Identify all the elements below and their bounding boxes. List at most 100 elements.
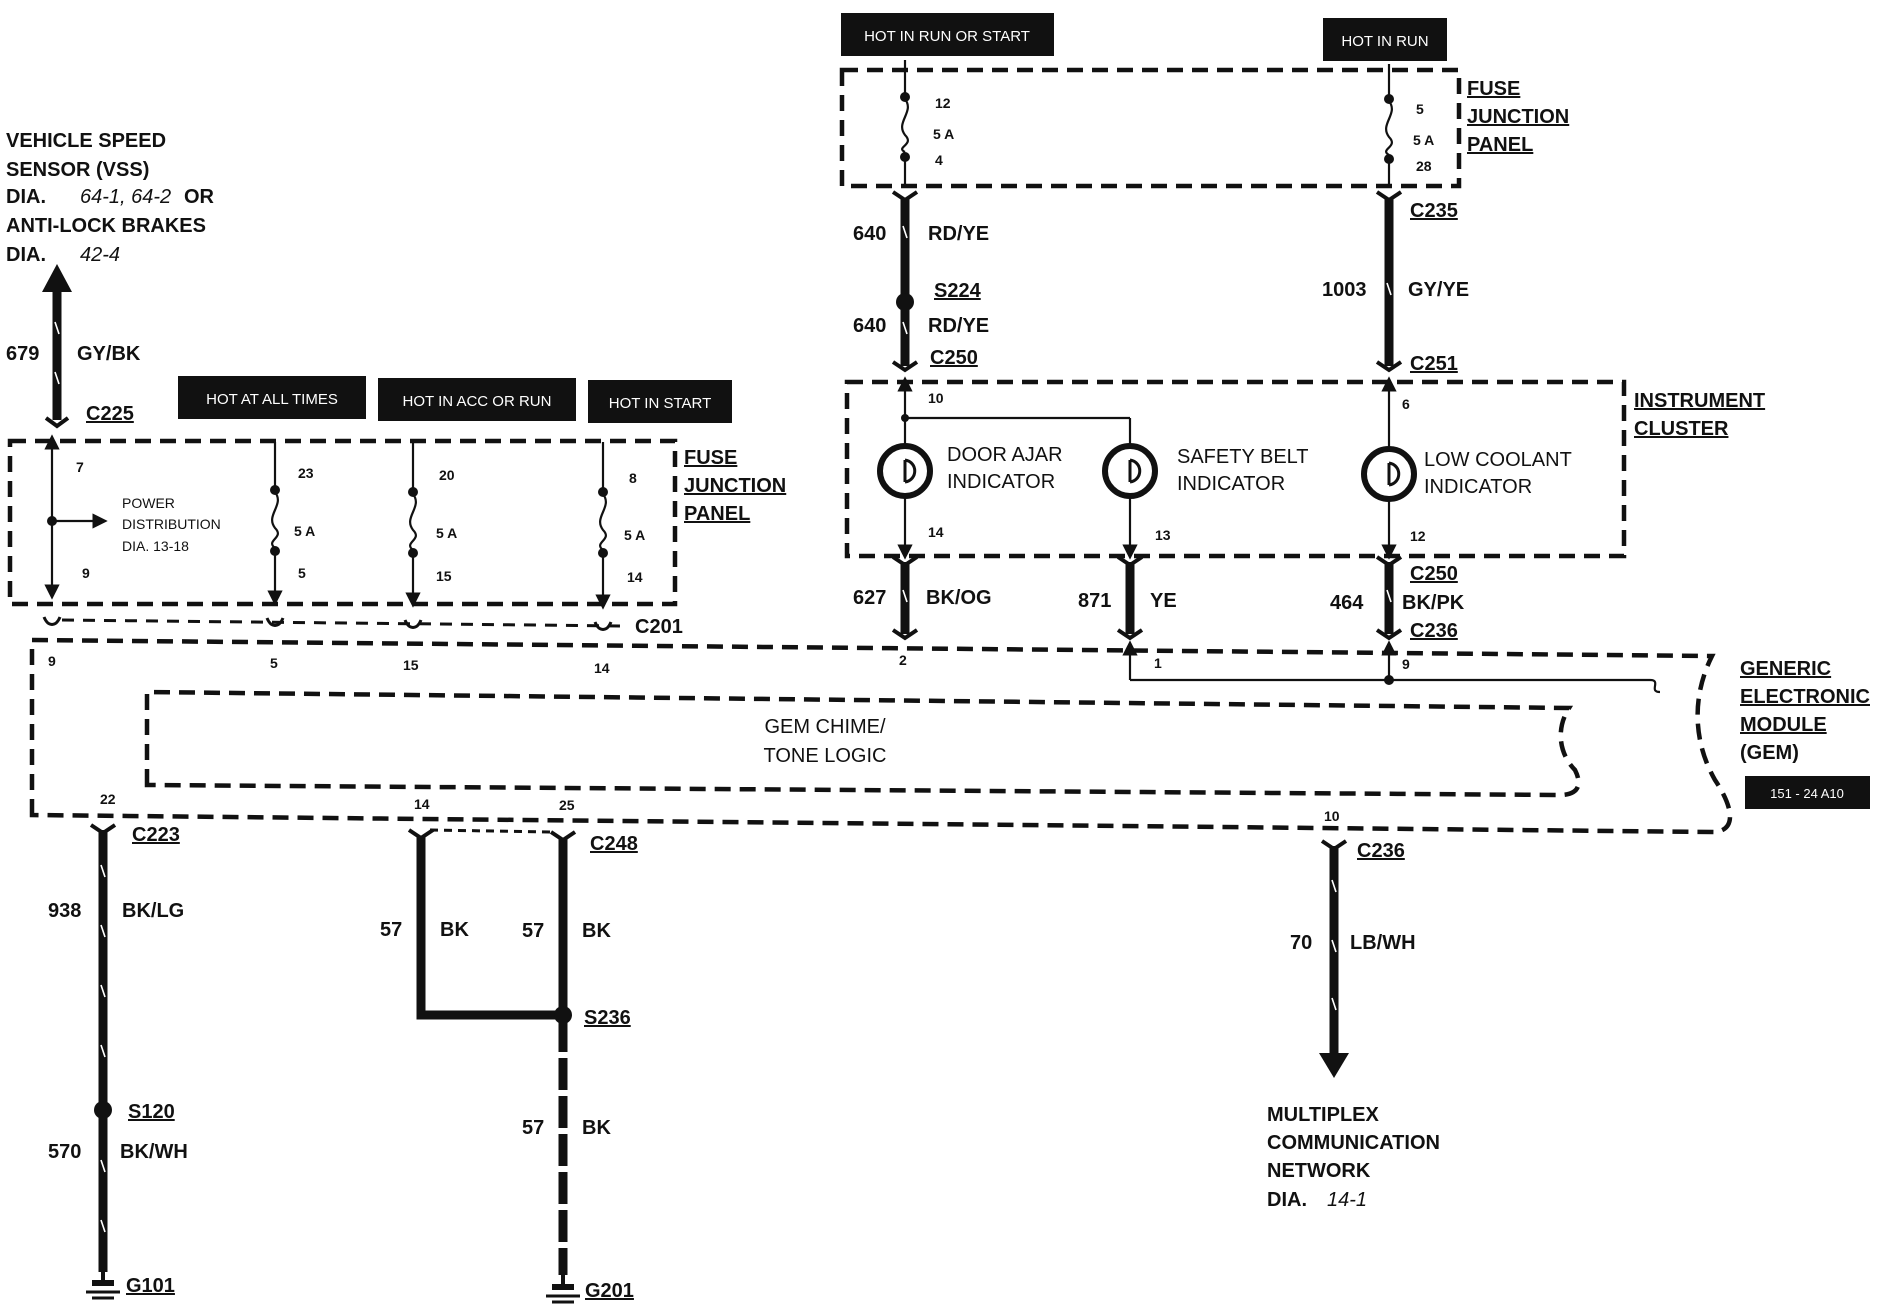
- hot-in-run-box: HOT IN RUN: [1323, 18, 1447, 61]
- pin-2-gem: 2: [899, 652, 907, 668]
- pin-25-gem: 25: [559, 797, 575, 813]
- fuse-20-amp: 5 A: [436, 525, 457, 541]
- wire-938-570: [89, 823, 117, 1272]
- fuse-12-top: 12: [935, 95, 951, 111]
- svg-text:FUSE: FUSE: [1467, 78, 1520, 100]
- low-coolant-lamp-icon: [1361, 446, 1417, 502]
- fuse-8-bot: 14: [627, 569, 643, 585]
- c201-harness: [42, 616, 626, 631]
- svg-text:PANEL: PANEL: [1467, 134, 1533, 156]
- pin-9-panel: 9: [82, 565, 90, 581]
- wire-627-color: BK/OG: [926, 587, 992, 609]
- fuse-23-bot: 5: [298, 565, 306, 581]
- svg-text:DIA.: DIA.: [6, 244, 46, 266]
- fuse-8-amp: 5 A: [624, 527, 645, 543]
- svg-text:DOOR AJAR: DOOR AJAR: [947, 444, 1063, 466]
- svg-text:TONE LOGIC: TONE LOGIC: [764, 745, 887, 767]
- wire-640b-number: 640: [853, 315, 886, 337]
- safety-belt-indicator-label: SAFETY BELT INDICATOR: [1177, 446, 1309, 495]
- pin-14-gem-bottom: 14: [414, 796, 430, 812]
- fuse-8-top: 8: [629, 470, 637, 486]
- wire-640a-color: RD/YE: [928, 223, 989, 245]
- wire-57a-color: BK: [440, 919, 469, 941]
- pin-6-cluster: 6: [1402, 396, 1410, 412]
- ground-g101-icon: [86, 1272, 120, 1300]
- svg-text:42-4: 42-4: [80, 244, 120, 266]
- wire-57-loop: [407, 828, 577, 1275]
- wire-640b-color: RD/YE: [928, 315, 989, 337]
- hot-in-acc-or-run-box: HOT IN ACC OR RUN: [378, 378, 576, 421]
- connector-c225: C225: [86, 403, 134, 425]
- svg-text:64-1, 64-2: 64-1, 64-2: [80, 186, 171, 208]
- svg-text:(GEM): (GEM): [1740, 742, 1799, 764]
- fuse-23-top: 23: [298, 465, 314, 481]
- connector-c235: C235: [1410, 200, 1458, 222]
- connector-c201: C201: [635, 616, 683, 638]
- pin-13-cluster: 13: [1155, 527, 1171, 543]
- fuse-12-bot: 4: [935, 152, 943, 168]
- wire-871-color: YE: [1150, 590, 1177, 612]
- svg-text:HOT IN ACC OR RUN: HOT IN ACC OR RUN: [403, 393, 552, 410]
- wire-1003-color: GY/YE: [1408, 279, 1469, 301]
- svg-text:INDICATOR: INDICATOR: [947, 471, 1055, 493]
- pin-1-gem: 1: [1154, 655, 1162, 671]
- hot-in-start-box: HOT IN START: [588, 380, 732, 423]
- pin-10-gem: 10: [1324, 808, 1340, 824]
- reference-code-box: 151 - 24 A10: [1745, 776, 1870, 809]
- door-ajar-lamp-icon: [877, 443, 933, 499]
- svg-text:NETWORK: NETWORK: [1267, 1160, 1371, 1182]
- low-coolant-indicator-label: LOW COOLANT INDICATOR: [1424, 449, 1572, 498]
- svg-text:HOT IN RUN OR START: HOT IN RUN OR START: [864, 28, 1030, 45]
- splice-s236: S236: [584, 1007, 631, 1029]
- wire-627: [891, 555, 919, 641]
- door-ajar-indicator-label: DOOR AJAR INDICATOR: [947, 444, 1063, 493]
- svg-text:CLUSTER: CLUSTER: [1634, 418, 1729, 440]
- svg-text:151 - 24 A10: 151 - 24 A10: [1770, 786, 1844, 801]
- wire-640: [891, 190, 919, 373]
- power-distribution-text: POWER DISTRIBUTION DIA. 13-18: [122, 495, 221, 554]
- wire-938-number: 938: [48, 900, 81, 922]
- svg-text:INDICATOR: INDICATOR: [1177, 473, 1285, 495]
- fuse-junction-panel-top-label: FUSE JUNCTION PANEL: [1467, 78, 1569, 156]
- wire-570-number: 570: [48, 1141, 81, 1163]
- svg-text:MULTIPLEX: MULTIPLEX: [1267, 1104, 1380, 1126]
- gem-chime-logic-outline: [144, 689, 1581, 798]
- wire-570-color: BK/WH: [120, 1141, 188, 1163]
- pin-12-cluster: 12: [1410, 528, 1426, 544]
- wire-70: [1319, 839, 1349, 1078]
- svg-text:COMMUNICATION: COMMUNICATION: [1267, 1132, 1440, 1154]
- wire-57c-number: 57: [522, 1117, 544, 1139]
- wire-1003: [1375, 190, 1403, 373]
- hot-at-all-times-box: HOT AT ALL TIMES: [178, 376, 366, 419]
- svg-text:DIA.: DIA.: [1267, 1189, 1307, 1211]
- svg-text:HOT IN RUN: HOT IN RUN: [1341, 33, 1428, 50]
- fuse-8-14: [595, 442, 611, 610]
- svg-text:HOT AT ALL TIMES: HOT AT ALL TIMES: [206, 391, 338, 408]
- gem-label: GENERIC ELECTRONIC MODULE (GEM): [1740, 658, 1870, 764]
- svg-text:ELECTRONIC: ELECTRONIC: [1740, 686, 1870, 708]
- svg-text:GENERIC: GENERIC: [1740, 658, 1831, 680]
- pin-7: 7: [76, 459, 84, 475]
- wire-70-number: 70: [1290, 932, 1312, 954]
- svg-text:OR: OR: [184, 186, 215, 208]
- fuse-junction-panel-left-outline: [7, 438, 678, 607]
- svg-text:DIA.: DIA.: [6, 186, 46, 208]
- connector-c223: C223: [132, 824, 180, 846]
- svg-text:SAFETY BELT: SAFETY BELT: [1177, 446, 1309, 468]
- svg-text:JUNCTION: JUNCTION: [684, 475, 786, 497]
- wire-871: [1116, 555, 1144, 641]
- fuse-23-amp: 5 A: [294, 523, 315, 539]
- pin-9-gem-right: 9: [1402, 656, 1410, 672]
- svg-text:FUSE: FUSE: [684, 447, 737, 469]
- instrument-cluster-label: INSTRUMENT CLUSTER: [1634, 390, 1765, 440]
- wire-938-color: BK/LG: [122, 900, 184, 922]
- svg-text:14-1: 14-1: [1327, 1189, 1367, 1211]
- svg-text:INDICATOR: INDICATOR: [1424, 476, 1532, 498]
- wire-679-color: GY/BK: [77, 343, 141, 365]
- svg-text:POWER: POWER: [122, 495, 175, 511]
- ground-g201-icon: [546, 1275, 580, 1304]
- svg-text:INSTRUMENT: INSTRUMENT: [1634, 390, 1765, 412]
- wire-627-number: 627: [853, 587, 886, 609]
- splice-s120: S120: [128, 1101, 175, 1123]
